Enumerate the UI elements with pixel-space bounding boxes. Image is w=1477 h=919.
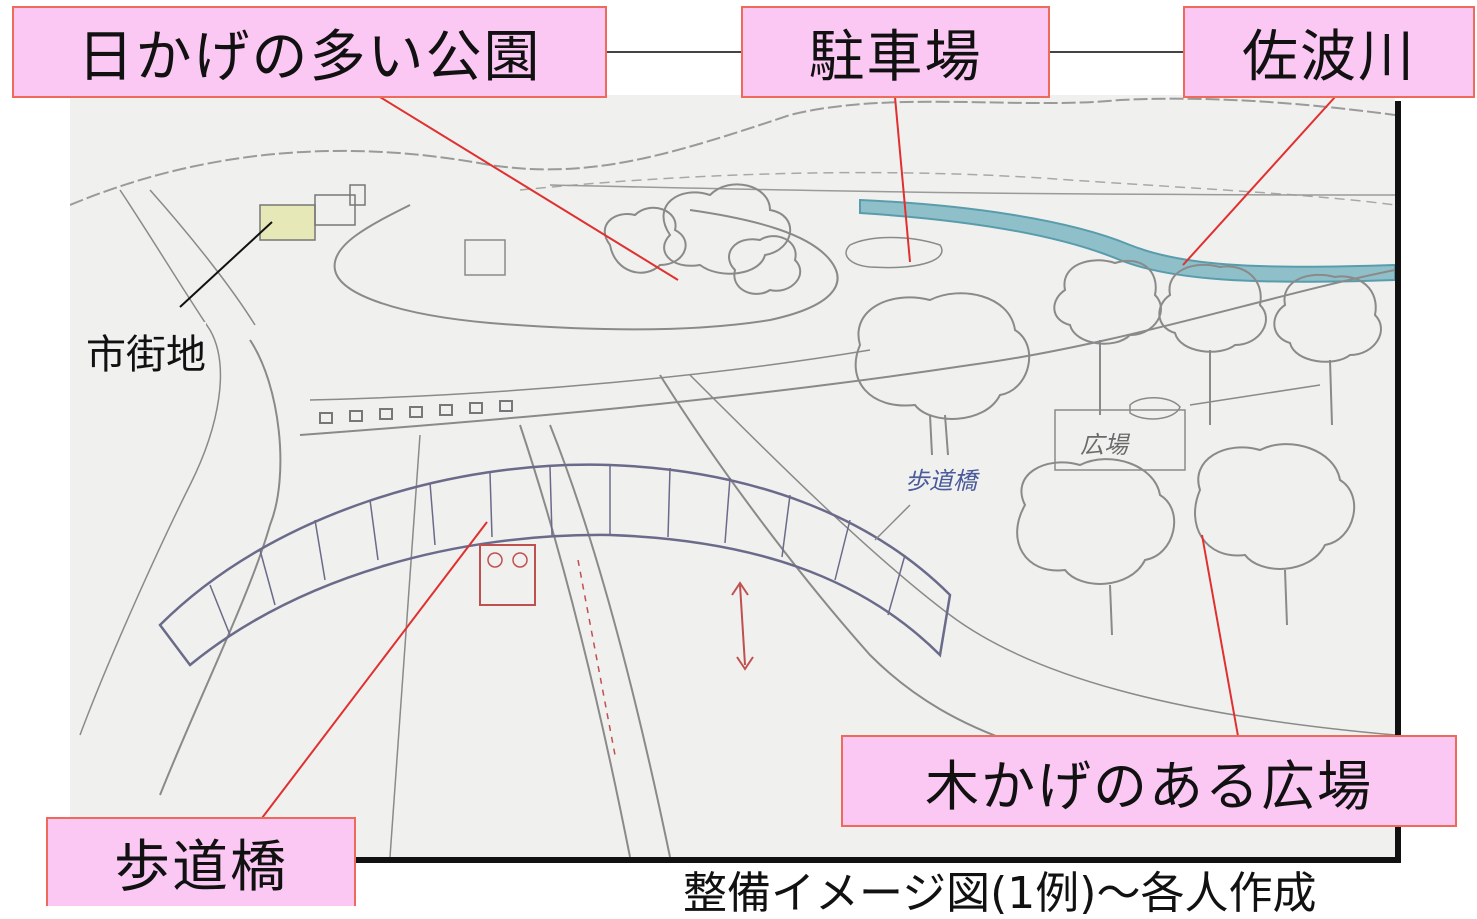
sketch-note-plaza: 広場: [1080, 431, 1128, 459]
sketch-note-footbridge: 歩道橋: [905, 467, 977, 495]
label-sabagawa-river: 佐波川: [1183, 6, 1475, 98]
label-shaded-plaza: 木かげのある広場: [841, 735, 1457, 827]
river-shape: [859, 198, 1395, 283]
label-footbridge: 歩道橋: [46, 817, 356, 906]
sketch-svg: [70, 97, 1395, 857]
label-shaded-park: 日かげの多い公園: [12, 6, 607, 98]
caption: 整備イメージ図(1例)〜各人作成: [683, 868, 1317, 919]
label-town-area: 市街地: [86, 322, 206, 380]
label-parking: 駐車場: [741, 6, 1050, 98]
